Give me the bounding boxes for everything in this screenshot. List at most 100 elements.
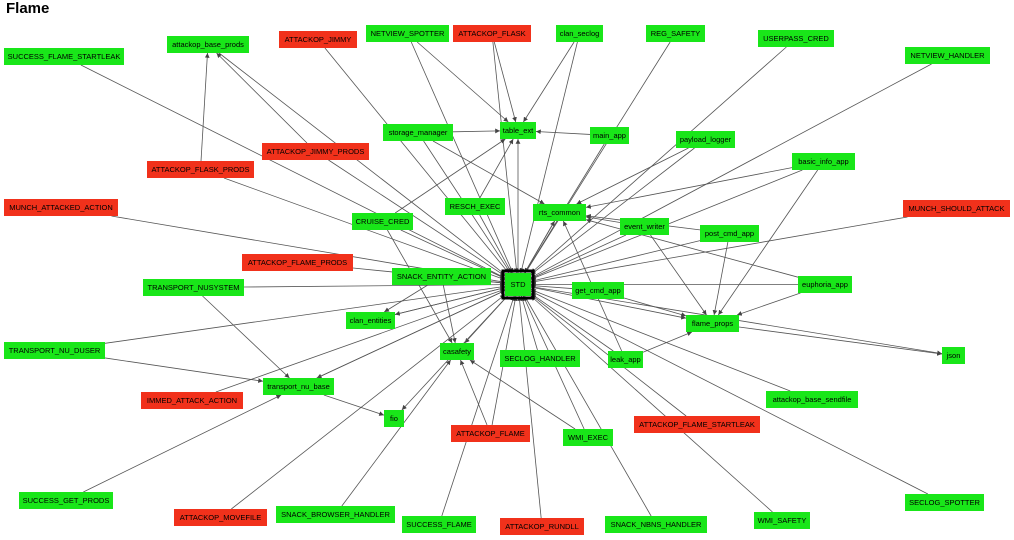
edge-clan_seclog-to-std	[519, 41, 578, 274]
node-box	[402, 516, 476, 533]
node-transport-nu-base[interactable]: transport_nu_base	[263, 378, 334, 395]
edge-transport_nusystem-to-transport_nu_base	[202, 295, 290, 379]
edge-immed_attack_action-to-std	[215, 288, 506, 393]
edge-wmi_exec-to-casafety	[469, 359, 576, 430]
node-json[interactable]: json	[942, 347, 965, 364]
node-snack-browser-handler[interactable]: SNACK_BROWSER_HANDLER	[276, 506, 395, 523]
node-box	[905, 47, 990, 64]
node-get-cmd-app[interactable]: get_cmd_app	[572, 282, 624, 299]
node-attackop-base-prods[interactable]: attackop_base_prods	[167, 36, 249, 53]
node-label: WMI_SAFETY	[758, 516, 807, 525]
node-euphoria-app[interactable]: euphoria_app	[798, 276, 852, 293]
node-box	[242, 254, 353, 271]
node-attackop-flask-prods[interactable]: ATTACKOP_FLASK_PRODS	[147, 161, 254, 178]
node-box	[620, 218, 669, 235]
node-attackop-jimmy-prods[interactable]: ATTACKOP_JIMMY_PRODS	[262, 143, 369, 160]
node-std[interactable]: STD	[505, 273, 531, 296]
node-label: SUCCESS_FLAME	[406, 520, 471, 529]
node-transport-nu-duser[interactable]: TRANSPORT_NU_DUSER	[4, 342, 105, 359]
node-casafety[interactable]: casafety	[440, 343, 474, 360]
node-label: MUNCH_ATTACKED_ACTION	[9, 203, 112, 212]
node-userpass-cred[interactable]: USERPASS_CRED	[758, 30, 834, 47]
node-label: SNACK_ENTITY_ACTION	[397, 272, 486, 281]
edge-attackop_flame-to-casafety	[460, 359, 488, 426]
node-reg-safety[interactable]: REG_SAFETY	[646, 25, 705, 42]
node-seclog-spotter[interactable]: SECLOG_SPOTTER	[905, 494, 984, 511]
edge-std-to-rts_common	[524, 220, 555, 274]
edge-main_app-to-table_ext	[535, 129, 591, 135]
node-box	[262, 143, 369, 160]
node-wmi-exec[interactable]: WMI_EXEC	[563, 429, 613, 446]
edge-seclog_handler-to-std	[520, 295, 538, 351]
node-attackop-movefile[interactable]: ATTACKOP_MOVEFILE	[174, 509, 267, 526]
node-munch-should-attack[interactable]: MUNCH_SHOULD_ATTACK	[903, 200, 1010, 217]
node-label: USERPASS_CRED	[763, 34, 829, 43]
node-fio[interactable]: fio	[384, 410, 404, 427]
node-clan-entities[interactable]: clan_entities	[346, 312, 395, 329]
node-label: clan_seclog	[560, 29, 600, 38]
node-rts-common[interactable]: rts_common	[533, 204, 586, 221]
node-netview-spotter[interactable]: NETVIEW_SPOTTER	[366, 25, 449, 42]
node-storage-manager[interactable]: storage_manager	[383, 124, 453, 141]
std-hub-outline	[501, 269, 535, 300]
node-label: payload_logger	[680, 135, 732, 144]
node-label: post_cmd_app	[705, 229, 754, 238]
node-attackop-base-sendfile[interactable]: attackop_base_sendfile	[766, 391, 858, 408]
node-resch-exec[interactable]: RESCH_EXEC	[445, 198, 505, 215]
node-basic-info-app[interactable]: basic_info_app	[792, 153, 855, 170]
edge-event_writer-to-rts_common	[585, 215, 621, 223]
node-label: ATTACKOP_JIMMY	[285, 35, 352, 44]
node-label: REG_SAFETY	[651, 29, 701, 38]
node-label: ATTACKOP_FLAME	[456, 429, 525, 438]
node-cruise-cred[interactable]: CRUISE_CRED	[352, 213, 413, 230]
node-attackop-flask[interactable]: ATTACKOP_FLASK	[453, 25, 531, 42]
edge-munch_should_attack-to-std	[530, 216, 908, 284]
node-box	[453, 25, 531, 42]
node-attackop-jimmy[interactable]: ATTACKOP_JIMMY	[279, 31, 357, 48]
node-success-get-prods[interactable]: SUCCESS_GET_PRODS	[19, 492, 113, 509]
node-attackop-flame-startleak[interactable]: ATTACKOP_FLAME_STARTLEAK	[634, 416, 760, 433]
node-clan-seclog[interactable]: clan_seclog	[556, 25, 603, 42]
edge-transport_nu_base-to-fio	[323, 394, 385, 416]
edge-wmi_safety-to-std	[530, 295, 773, 513]
node-box	[563, 429, 613, 446]
edge-transport_nu_duser-to-transport_nu_base	[104, 357, 264, 383]
node-snack-entity-action[interactable]: SNACK_ENTITY_ACTION	[392, 268, 491, 285]
node-munch-attacked-action[interactable]: MUNCH_ATTACKED_ACTION	[4, 199, 118, 216]
node-wmi-safety[interactable]: WMI_SAFETY	[754, 512, 810, 529]
node-leak-app[interactable]: leak_app	[608, 351, 643, 368]
node-success-flame[interactable]: SUCCESS_FLAME	[402, 516, 476, 533]
node-main-app[interactable]: main_app	[590, 127, 629, 144]
node-event-writer[interactable]: event_writer	[620, 218, 669, 235]
node-transport-nusystem[interactable]: TRANSPORT_NUSYSTEM	[143, 279, 244, 296]
node-label: NETVIEW_HANDLER	[910, 51, 985, 60]
node-box	[143, 279, 244, 296]
node-label: SECLOG_SPOTTER	[909, 498, 980, 507]
edge-event_writer-to-std	[530, 234, 627, 279]
node-payload-logger[interactable]: payload_logger	[676, 131, 735, 148]
node-flame-props[interactable]: flame_props	[686, 315, 739, 332]
node-success-flame-startleak[interactable]: SUCCESS_FLAME_STARTLEAK	[4, 48, 124, 65]
edge-std-to-clan_entities	[394, 287, 506, 316]
node-label: STD	[511, 280, 527, 289]
node-seclog-handler[interactable]: SECLOG_HANDLER	[500, 350, 580, 367]
node-label: SNACK_BROWSER_HANDLER	[281, 510, 390, 519]
edge-attackop_jimmy-to-std	[324, 47, 509, 274]
node-snack-nbns-handler[interactable]: SNACK_NBNS_HANDLER	[605, 516, 707, 533]
edge-attackop_flask-to-std	[492, 41, 519, 274]
node-attackop-flame[interactable]: ATTACKOP_FLAME	[451, 425, 530, 442]
edge-flame_props-to-json	[738, 326, 943, 356]
node-label: attackop_base_prods	[172, 40, 244, 49]
node-label: flame_props	[692, 319, 734, 328]
node-immed-attack-action[interactable]: IMMED_ATTACK_ACTION	[141, 392, 243, 409]
edge-attackop_base_sendfile-to-std	[530, 289, 791, 392]
node-table-ext[interactable]: table_ext	[500, 122, 536, 139]
node-attackop-flame-prods[interactable]: ATTACKOP_FLAME_PRODS	[242, 254, 353, 271]
node-netview-handler[interactable]: NETVIEW_HANDLER	[905, 47, 990, 64]
edge-post_cmd_app-to-std	[530, 240, 701, 283]
node-post-cmd-app[interactable]: post_cmd_app	[700, 225, 759, 242]
edge-success_get_prods-to-transport_nu_base	[83, 394, 282, 493]
node-label: basic_info_app	[798, 157, 848, 166]
node-box	[500, 122, 536, 139]
node-attackop-rundll[interactable]: ATTACKOP_RUNDLL	[500, 518, 584, 535]
